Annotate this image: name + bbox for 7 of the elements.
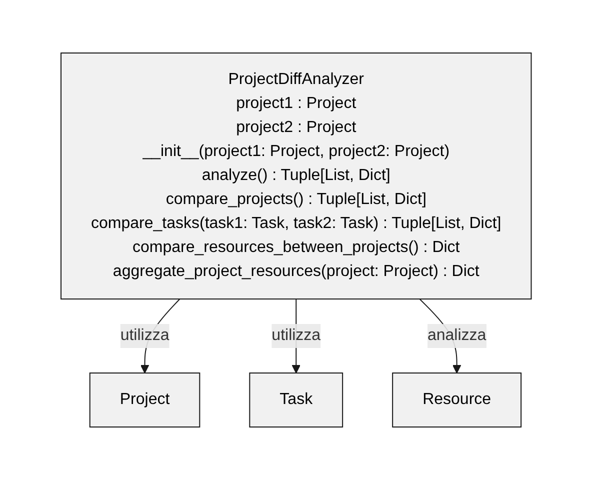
- edge-label: analizza: [428, 326, 487, 344]
- node-box: Resource: [392, 372, 522, 427]
- edge-label: utilizza: [120, 326, 170, 344]
- node-box: Project: [90, 372, 201, 427]
- node-box: Task: [250, 372, 344, 427]
- edge-label: utilizza: [272, 326, 321, 344]
- node-box: ProjectDiffAnalyzer project1 : Project project2 : Project __init__(project1: Project, project2: Project) analyze() : Tuple[List, Dict] compare_projects() : Tuple[List, Dict] compare_tasks(task1: Task, task2: Task) : Tuple[List, Dict] compare_resources_between_projects() : Dict aggregate_project_resources(project: Project) : Dict: [60, 52, 532, 299]
